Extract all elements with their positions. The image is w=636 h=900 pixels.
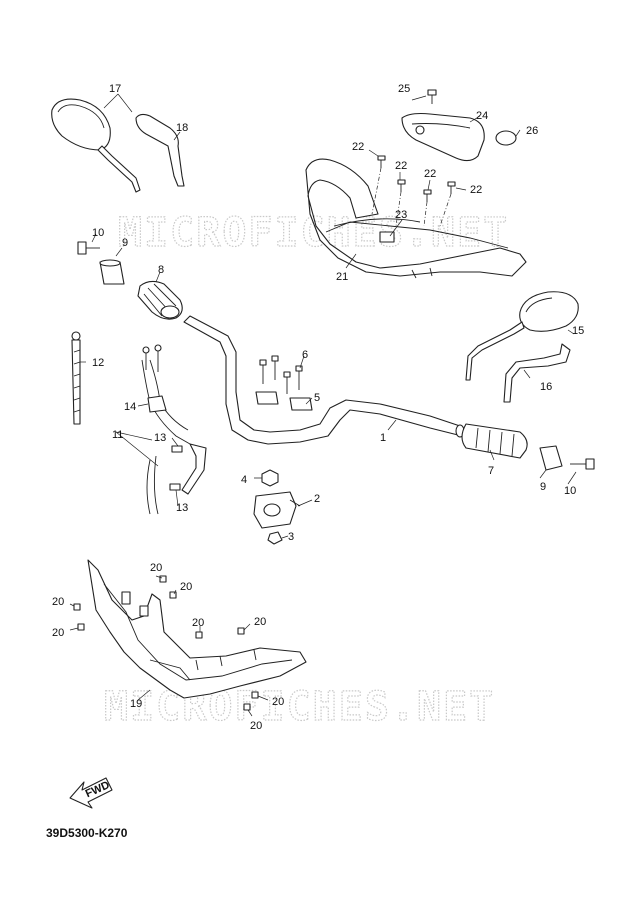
- callout-9a: 9: [122, 237, 128, 249]
- callout-4: 4: [241, 474, 247, 486]
- callout-18: 18: [176, 122, 188, 134]
- callout-numbers: 17 18 25 24 26 22 22 22 22 23 21 10 9 8 …: [52, 83, 584, 732]
- callout-12: 12: [92, 357, 104, 369]
- handlebar: [183, 315, 465, 445]
- reference-code: 39D5300-K270: [46, 826, 128, 840]
- right-mirror: [465, 291, 579, 381]
- callout-7: 7: [488, 465, 494, 477]
- cable-brackets-13: [169, 443, 207, 495]
- screws-22: [377, 155, 456, 202]
- lower-holder: [253, 491, 301, 529]
- callout-15: 15: [572, 325, 584, 337]
- lower-cover-bracket: [87, 559, 307, 699]
- callout-13b: 13: [176, 502, 188, 514]
- callout-20e: 20: [192, 617, 204, 629]
- right-mirror-cover: [503, 343, 571, 403]
- throttle-cables: [141, 344, 191, 515]
- callout-13a: 13: [154, 432, 166, 444]
- callout-21: 21: [336, 271, 348, 283]
- callout-22a: 22: [352, 141, 364, 153]
- bolt-3: [267, 531, 283, 545]
- callout-1: 1: [380, 432, 386, 444]
- callout-22d: 22: [470, 184, 482, 196]
- callout-26: 26: [526, 125, 538, 137]
- cable-band: [71, 331, 81, 425]
- callout-20h: 20: [250, 720, 262, 732]
- callout-11: 11: [112, 429, 123, 441]
- callout-20b: 20: [180, 581, 192, 593]
- callout-22b: 22: [395, 160, 407, 172]
- callout-20a: 20: [150, 562, 162, 574]
- left-mirror: [51, 98, 141, 193]
- bar-end-screw-right: [570, 458, 595, 470]
- callout-20d: 20: [52, 627, 64, 639]
- nut-4: [261, 469, 279, 487]
- screws-20: [73, 575, 259, 711]
- meter-cover: [401, 112, 485, 162]
- callout-2: 2: [314, 493, 320, 505]
- callout-14: 14: [124, 401, 136, 413]
- bar-end-screw-left: [77, 241, 100, 255]
- upper-holders: [255, 391, 313, 411]
- callout-17: 17: [109, 83, 121, 95]
- callout-19: 19: [130, 698, 142, 710]
- fwd-arrow: [69, 777, 113, 809]
- throttle-grip: [137, 280, 183, 320]
- holder-bolts: [259, 355, 303, 394]
- callout-3: 3: [288, 531, 294, 543]
- screw-25: [427, 89, 437, 104]
- bar-end-weight-right: [539, 445, 563, 471]
- callout-16: 16: [540, 381, 552, 393]
- callout-25: 25: [398, 83, 410, 95]
- watermark-bottom: MICROFICHES.NET: [104, 684, 495, 730]
- grommet-plug: [495, 130, 517, 146]
- callout-24: 24: [476, 110, 488, 122]
- left-mirror-cover: [135, 113, 185, 187]
- callout-10a: 10: [92, 227, 104, 239]
- callout-6: 6: [302, 349, 308, 361]
- bar-end-weight-left: [99, 259, 125, 285]
- callout-22c: 22: [424, 168, 436, 180]
- handlebar-cover-rear: [305, 158, 527, 279]
- callout-20g: 20: [272, 696, 284, 708]
- callout-23: 23: [395, 209, 407, 221]
- callout-20c: 20: [52, 596, 64, 608]
- left-grip: [461, 423, 528, 459]
- callout-10b: 10: [564, 485, 576, 497]
- callout-5: 5: [314, 392, 320, 404]
- callout-9b: 9: [540, 481, 546, 493]
- callout-20f: 20: [254, 616, 266, 628]
- callout-8: 8: [158, 264, 164, 276]
